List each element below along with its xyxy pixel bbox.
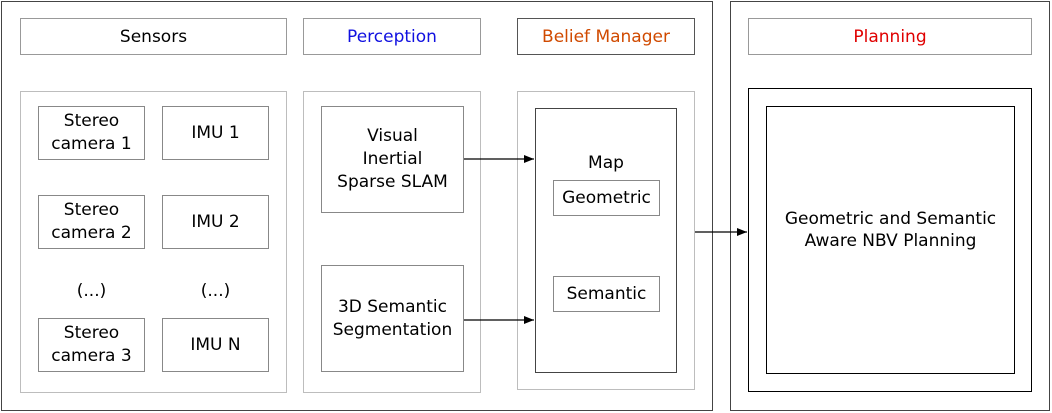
geometric-box: Geometric xyxy=(553,180,660,216)
stereo-camera-1-box: Stereo camera 1 xyxy=(38,106,145,160)
sensors-header: Sensors xyxy=(20,18,287,55)
map-label: Map xyxy=(588,153,624,173)
sensors-ellipsis-right: (...) xyxy=(200,281,231,301)
imu-n-box: IMU N xyxy=(162,318,269,372)
stereo-camera-2-box: Stereo camera 2 xyxy=(38,195,145,249)
imu-1-box: IMU 1 xyxy=(162,106,269,160)
planning-outer-box xyxy=(748,88,1032,392)
semantic-box: Semantic xyxy=(553,276,660,312)
perception-header-label: Perception xyxy=(347,26,437,47)
belief-manager-header: Belief Manager xyxy=(517,18,695,55)
stereo-camera-3-box: Stereo camera 3 xyxy=(38,318,145,372)
sensors-ellipsis-left: (...) xyxy=(76,281,107,301)
visual-inertial-slam-box: Visual Inertial Sparse SLAM xyxy=(321,106,464,213)
perception-header: Perception xyxy=(303,18,481,55)
belief-manager-header-label: Belief Manager xyxy=(542,26,670,47)
sensors-header-label: Sensors xyxy=(119,26,188,47)
map-box xyxy=(535,108,677,373)
semantic-segmentation-box: 3D Semantic Segmentation xyxy=(321,265,464,372)
imu-2-box: IMU 2 xyxy=(162,195,269,249)
planning-header: Planning xyxy=(748,18,1032,55)
planning-header-label: Planning xyxy=(853,26,927,47)
nbv-planning-box: Geometric and Semantic Aware NBV Plannin… xyxy=(766,106,1015,374)
